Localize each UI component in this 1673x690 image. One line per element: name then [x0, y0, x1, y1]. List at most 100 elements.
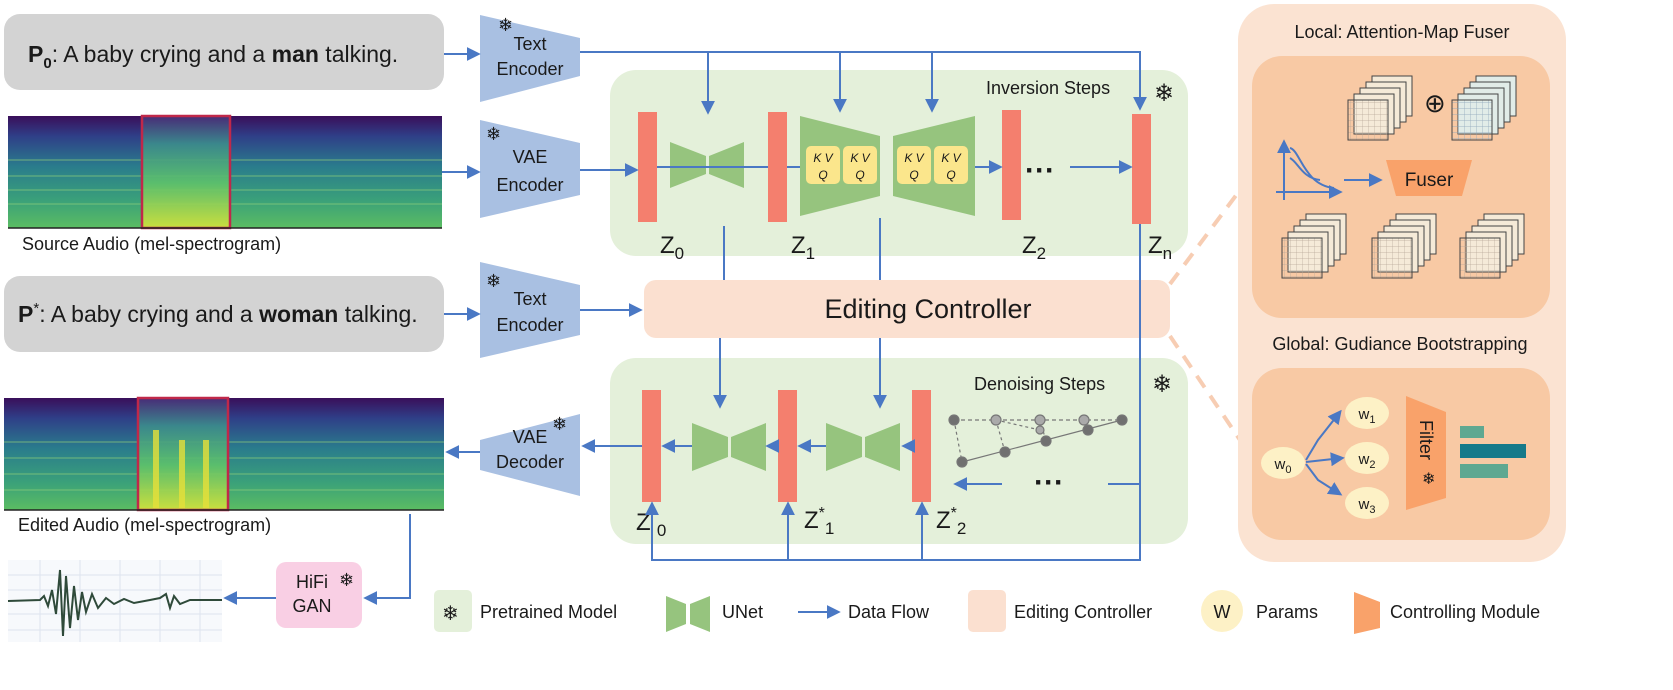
encoder-label-line1: Text	[513, 34, 546, 54]
filter-module: Filter ❄	[1406, 396, 1446, 510]
editing-controller: Editing Controller	[644, 280, 1170, 338]
prompt-subscript: 0	[43, 55, 51, 72]
encoder-label-line1: VAE	[513, 147, 548, 167]
global-bootstrap-panel	[1252, 368, 1550, 540]
unet-block	[670, 142, 744, 188]
inversion-panel: Inversion Steps ❄ K V Q K V Q K V Q	[610, 70, 1188, 263]
snowflake-icon: ❄	[498, 15, 513, 35]
svg-text:w0: w0	[1274, 456, 1292, 476]
latent-label-z0-star: Z*0	[636, 507, 666, 540]
inversion-ellipsis: ···	[1025, 154, 1055, 187]
distribution-curve-icon	[1276, 139, 1343, 200]
inversion-title: Inversion Steps	[986, 78, 1110, 98]
legend-controller: Editing Controller	[968, 590, 1152, 632]
hifi-gan: ❄ HiFi GAN	[276, 562, 362, 628]
source-audio-caption: Source Audio (mel-spectrogram)	[22, 234, 281, 254]
latent-label-zn: Zn	[1148, 232, 1172, 263]
prompt-symbol: P	[28, 41, 43, 67]
param-w0: w0	[1261, 447, 1305, 479]
fuser-label: Fuser	[1405, 170, 1454, 191]
kv-label: K V	[850, 151, 870, 165]
data-flow-arrows	[223, 47, 1147, 605]
prompt-text: : A baby crying and a	[39, 301, 259, 327]
attention-map-stack	[1281, 213, 1347, 279]
snowflake-icon: ❄	[1422, 471, 1435, 488]
prompt-symbol: P	[18, 301, 33, 327]
global-title: Global: Gudiance Bootstrapping	[1272, 334, 1527, 354]
denoising-ellipsis: ···	[1034, 466, 1064, 499]
svg-text:w1: w1	[1358, 406, 1376, 426]
param-arrows	[1305, 409, 1345, 496]
latent-z0	[638, 112, 657, 222]
svg-text:w2: w2	[1358, 451, 1376, 471]
encoder-label-line2: Encoder	[496, 315, 563, 335]
latent-label-z1-star: Z*1	[804, 505, 834, 538]
hifi-label-line2: GAN	[292, 596, 331, 616]
legend-pretrained: ❄ Pretrained Model	[434, 590, 617, 632]
svg-text:P0: A baby crying and a man ta: P0: A baby crying and a man talking.	[28, 41, 398, 72]
attention-map-stack	[1371, 213, 1437, 279]
text-encoder-bottom: ❄ Text Encoder	[480, 262, 580, 358]
legend-params: W Params	[1201, 590, 1318, 632]
svg-text:w3: w3	[1358, 496, 1376, 516]
text-encoder-top: ❄ Text Encoder	[480, 15, 580, 102]
latent-label-z2-star: Z*2	[936, 505, 966, 538]
latent-z1-star	[778, 390, 797, 502]
prompt-superscript: *	[33, 300, 39, 317]
legend-pretrained-label: Pretrained Model	[480, 602, 617, 622]
unet-block	[692, 423, 766, 471]
kv-label: K V	[904, 151, 924, 165]
prompt-bold-word: man	[272, 41, 319, 67]
controller-connectors	[1168, 188, 1242, 442]
fuser-module: Fuser	[1386, 160, 1472, 196]
vae-decoder: ❄ VAE Decoder	[480, 414, 580, 496]
legend-unet-label: UNet	[722, 602, 763, 622]
decoder-label-line2: Decoder	[496, 452, 564, 472]
encoder-label-line2: Encoder	[496, 59, 563, 79]
latent-zn	[1132, 114, 1151, 224]
attention-unet-block: K V Q K V Q	[800, 116, 880, 216]
snowflake-icon: ❄	[1152, 371, 1172, 398]
legend: ❄ Pretrained Model UNet Data Flow Editin…	[434, 590, 1540, 634]
source-spectrogram: Source Audio (mel-spectrogram)	[8, 114, 442, 254]
right-panel: Local: Attention-Map Fuser ⊕	[1238, 4, 1566, 562]
filter-output-bars	[1460, 426, 1526, 478]
q-label: Q	[946, 168, 955, 182]
param-w2: w2	[1345, 442, 1389, 474]
snowflake-icon: ❄	[339, 570, 354, 590]
legend-module-label: Controlling Module	[1390, 602, 1540, 622]
latent-z2-star	[912, 390, 931, 502]
attention-unet-block: K V Q K V Q	[893, 116, 975, 216]
latent-z2	[1002, 110, 1021, 220]
q-label: Q	[818, 168, 827, 182]
snowflake-icon: ❄	[552, 414, 567, 434]
snowflake-icon: ❄	[1154, 80, 1174, 107]
decoder-label-line1: VAE	[513, 427, 548, 447]
latent-label-z0: Z0	[660, 232, 684, 263]
q-label: Q	[909, 168, 918, 182]
waveform	[7, 560, 222, 642]
plus-icon: ⊕	[1424, 88, 1446, 118]
latent-label-z1: Z1	[791, 232, 815, 263]
edited-spectrogram: Edited Audio (mel-spectrogram)	[4, 396, 444, 535]
denoising-title: Denoising Steps	[974, 374, 1105, 394]
source-prompt: P0: A baby crying and a man talking.	[4, 14, 444, 90]
prompt-bold-word: woman	[258, 301, 338, 327]
legend-controller-label: Editing Controller	[1014, 602, 1152, 622]
legend-param-symbol: W	[1214, 602, 1231, 622]
filter-label: Filter	[1416, 420, 1436, 460]
hifi-label-line1: HiFi	[296, 572, 328, 592]
legend-flow-label: Data Flow	[848, 602, 930, 622]
kv-label: K V	[941, 151, 961, 165]
snowflake-icon: ❄	[486, 124, 501, 144]
denoising-trajectory	[948, 414, 1128, 468]
unet-block	[826, 423, 900, 471]
attention-map-stack	[1451, 75, 1517, 141]
encoder-label-line1: Text	[513, 289, 546, 309]
q-label: Q	[855, 168, 864, 182]
prompt-text: : A baby crying and a	[52, 41, 272, 67]
svg-text:P*: A baby crying and a woman: P*: A baby crying and a woman talking.	[18, 300, 418, 327]
legend-unet: UNet	[666, 596, 763, 632]
kv-label: K V	[813, 151, 833, 165]
